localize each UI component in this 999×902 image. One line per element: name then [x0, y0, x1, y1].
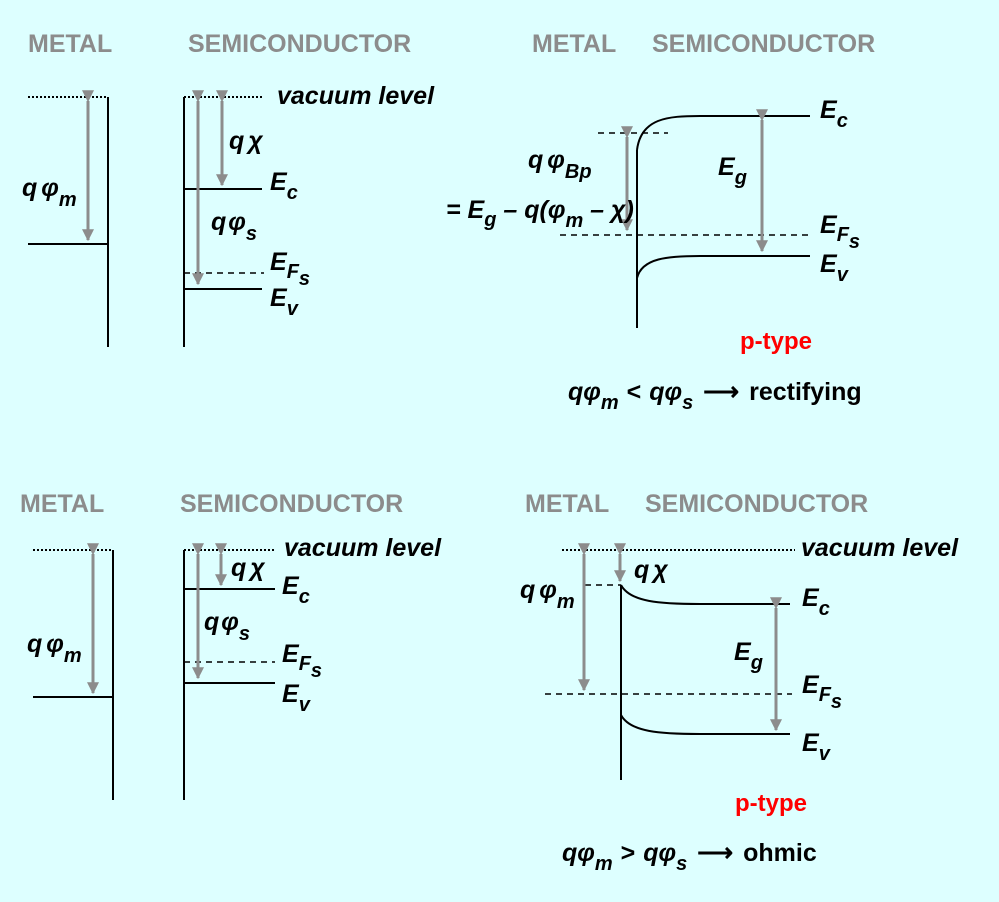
valence-band-bent: [620, 714, 790, 735]
valence-band-bent: [636, 255, 810, 279]
label-p-type: p-type: [740, 328, 812, 355]
header-semiconductor: SEMICONDUCTOR: [645, 490, 868, 518]
label-EFs: EFs: [270, 248, 310, 290]
label-Ev: Ev: [802, 729, 832, 765]
label-q-phi-s: qφs: [211, 208, 257, 245]
label-EFs: EFs: [820, 211, 860, 253]
label-Ec: Ec: [270, 168, 298, 204]
label-Eg: Eg: [718, 153, 747, 189]
label-vacuum-level: vacuum level: [277, 82, 435, 110]
label-Ec: Ec: [282, 572, 310, 608]
label-Ev: Ev: [270, 284, 300, 320]
header-metal: METAL: [28, 30, 112, 58]
condition-ohmic: qφm>qφs⟶ohmic: [562, 839, 817, 875]
label-EFs: EFs: [802, 671, 842, 713]
header-semiconductor: SEMICONDUCTOR: [188, 30, 411, 58]
header-semiconductor: SEMICONDUCTOR: [180, 490, 403, 518]
conduction-band-bent: [620, 584, 790, 605]
label-q-phi-s: qφs: [204, 608, 250, 645]
label-EFs: EFs: [282, 640, 322, 682]
label-vacuum-level: vacuum level: [801, 534, 959, 562]
header-semiconductor: SEMICONDUCTOR: [652, 30, 875, 58]
header-metal: METAL: [525, 490, 609, 518]
conduction-band-bent: [636, 115, 810, 151]
header-metal: METAL: [20, 490, 104, 518]
header-metal: METAL: [532, 30, 616, 58]
label-Ev: Ev: [820, 250, 850, 286]
condition-rectifying: qφm<qφs⟶rectifying: [568, 378, 862, 414]
label-barrier-equation: = Eg – q(φm – χ): [446, 196, 634, 232]
label-vacuum-level: vacuum level: [284, 534, 442, 562]
label-Eg: Eg: [734, 638, 763, 674]
label-p-type: p-type: [735, 790, 807, 817]
label-Ec: Ec: [802, 584, 830, 620]
label-Ec: Ec: [820, 96, 848, 132]
label-Ev: Ev: [282, 680, 312, 716]
